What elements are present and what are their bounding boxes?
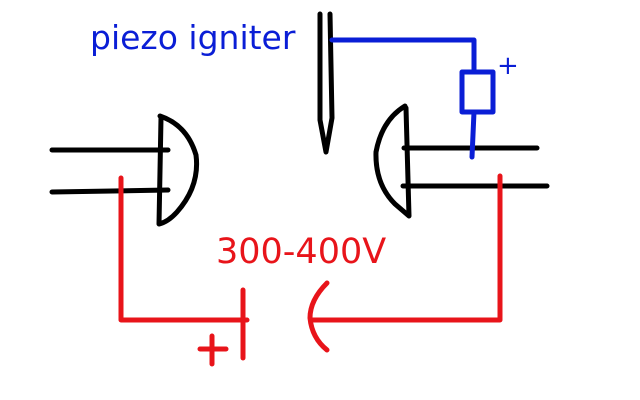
supply-plus-sign <box>197 333 229 367</box>
igniter-label: piezo igniter <box>90 18 296 57</box>
igniter-needle <box>317 11 335 155</box>
igniter-circuit <box>329 37 496 160</box>
igniter-wire-top <box>329 37 477 75</box>
igniter-plus-label: + <box>497 51 519 81</box>
right-electrode-cap <box>373 103 412 219</box>
supply-wire-left <box>118 175 250 323</box>
igniter-needle-body <box>317 11 335 155</box>
left-electrode-rod-bottom <box>49 187 171 195</box>
left-electrode-cap <box>156 113 200 227</box>
left-electrode <box>49 113 200 227</box>
supply-wire-right <box>309 173 503 323</box>
supply-circuit <box>118 173 503 367</box>
right-electrode <box>373 103 550 219</box>
voltage-label: 300-400V <box>216 232 386 272</box>
igniter-wire-bottom <box>469 109 477 160</box>
capacitor-plate-minus <box>307 280 330 353</box>
piezo-element <box>459 69 496 115</box>
